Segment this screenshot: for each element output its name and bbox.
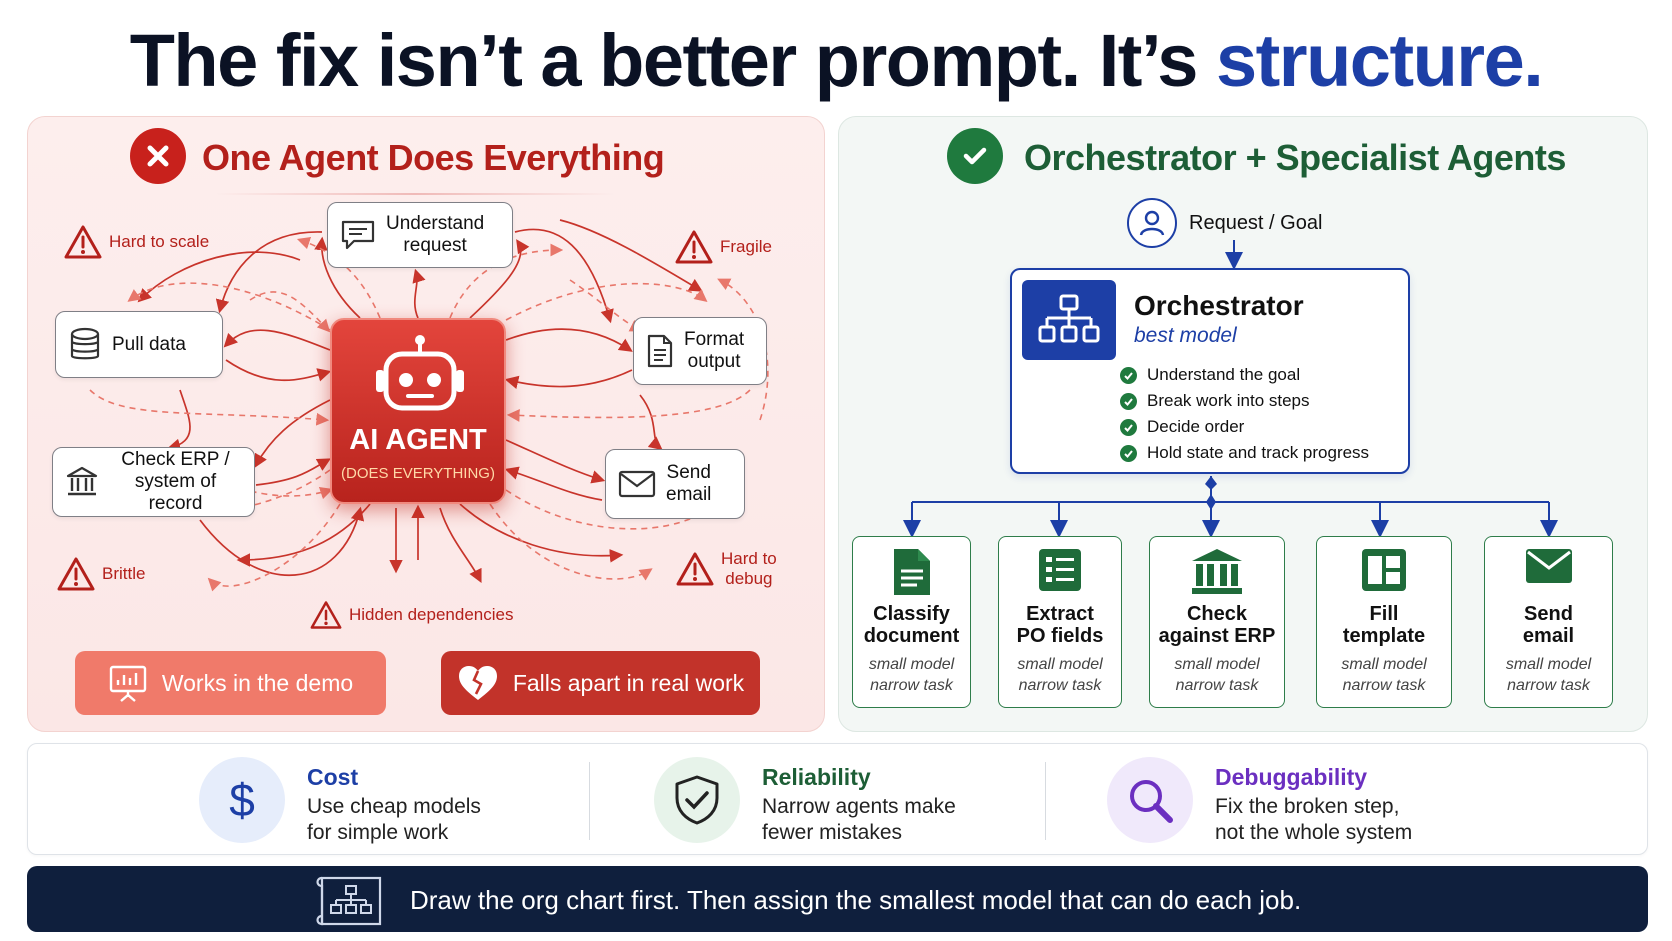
x-circle-icon [130, 128, 186, 184]
benefit-title: Cost [307, 764, 359, 790]
check-icon [1120, 366, 1137, 384]
request-goal: Request / Goal [1127, 198, 1322, 248]
benefit-description: Fix the broken step,not the whole system [1215, 795, 1413, 844]
takeaway-banner: Draw the org chart first. Then assign th… [27, 866, 1648, 932]
warning-icon [64, 225, 102, 259]
headline: The fix isn’t a better prompt. It’s stru… [0, 18, 1672, 103]
duty-item: Hold state and track progress [1120, 440, 1369, 466]
robot-icon [376, 335, 464, 411]
warning-icon [676, 552, 714, 586]
request-label: Request / Goal [1189, 211, 1323, 234]
duty-item: Break work into steps [1120, 388, 1369, 414]
org-chart-icon [1022, 280, 1116, 360]
warning-hidden-dependencies: Hidden dependencies [309, 600, 513, 630]
task-label: Check ERP /system of record [121, 449, 230, 514]
divider [589, 762, 590, 840]
check-icon [1120, 444, 1137, 462]
chat-icon [341, 220, 375, 250]
benefit-debuggability: Debuggability Fix the broken step,not th… [1107, 744, 1527, 856]
agent-name: AI AGENT [349, 424, 487, 456]
works-in-demo-button: Works in the demo [75, 651, 386, 715]
template-icon [1362, 549, 1406, 591]
falls-apart-button: Falls apart in real work [441, 651, 760, 715]
right-panel-title: Orchestrator + Specialist Agents [1024, 137, 1566, 178]
blueprint-icon [316, 876, 382, 926]
title-divider [215, 193, 615, 195]
benefit-title: Debuggability [1215, 764, 1368, 790]
presentation-icon [109, 665, 147, 702]
document-icon [893, 549, 930, 595]
warning-hard-to-scale: Hard to scale [63, 224, 209, 260]
check-icon [1120, 418, 1137, 436]
warning-icon [57, 557, 95, 591]
envelope-icon [618, 470, 656, 498]
headline-accent: structure. [1215, 19, 1544, 102]
warning-icon [310, 601, 342, 629]
database-icon [70, 327, 100, 359]
agent-subtitle: (DOES EVERYTHING) [341, 465, 495, 482]
warning-brittle: Brittle [56, 556, 145, 592]
document-icon [647, 334, 673, 368]
benefit-title: Reliability [762, 764, 871, 790]
user-icon [1127, 198, 1177, 248]
warning-icon [675, 230, 713, 264]
duty-item: Decide order [1120, 414, 1369, 440]
magnifier-icon [1107, 757, 1193, 843]
duty-item: Understand the goal [1120, 362, 1369, 388]
check-circle-icon [947, 128, 1003, 184]
dollar-icon: $ [199, 757, 285, 843]
task-pull-data: Pull data [55, 311, 223, 378]
envelope-icon [1525, 549, 1572, 583]
divider [1045, 762, 1046, 840]
task-check-erp: Check ERP /system of record [52, 447, 255, 517]
orchestrator-title: Orchestrator [1134, 290, 1304, 321]
shield-check-icon [654, 757, 740, 843]
task-label: Pull data [112, 333, 186, 355]
left-panel-title: One Agent Does Everything [202, 137, 665, 178]
banner-text: Draw the org chart first. Then assign th… [410, 885, 1302, 915]
ai-agent-core: AI AGENT (DOES EVERYTHING) [330, 318, 506, 504]
orchestrator-card: Orchestrator best model Understand the g… [1010, 268, 1410, 474]
orchestrator-duties: Understand the goal Break work into step… [1120, 362, 1369, 466]
warning-fragile: Fragile [674, 229, 772, 265]
broken-heart-icon [458, 666, 497, 700]
list-icon [1039, 549, 1081, 591]
orchestrator-subtitle: best model [1134, 324, 1237, 347]
bank-icon [1192, 549, 1242, 594]
headline-lead: The fix isn’t a better prompt. It’s [129, 19, 1216, 102]
bank-icon [66, 466, 98, 496]
check-icon [1120, 392, 1137, 410]
